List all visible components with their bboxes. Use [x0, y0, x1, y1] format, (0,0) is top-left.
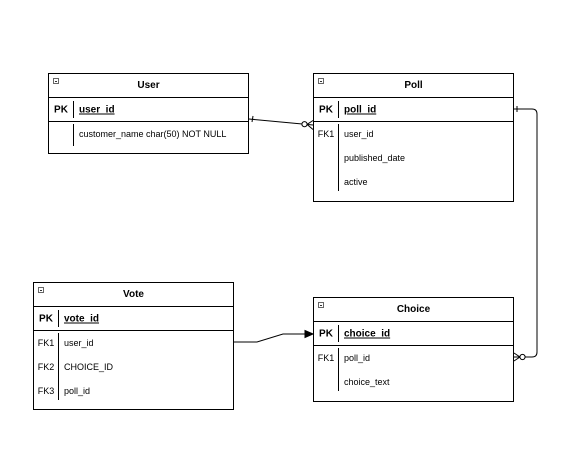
divider [73, 101, 74, 118]
entity-title: User [137, 80, 160, 91]
collapse-icon[interactable] [318, 302, 324, 308]
entity-choice[interactable]: Choice PK choice_id FK1 poll_id choice_t… [313, 297, 514, 402]
crow-foot-lower [513, 356, 521, 362]
relationship-vote-choice[interactable] [234, 329, 315, 343]
field-name: user_id [64, 338, 94, 348]
crow-foot-upper [306, 120, 314, 125]
primary-key-row[interactable]: PK user_id [49, 98, 248, 122]
entity-title: Vote [123, 289, 144, 300]
field-row[interactable]: customer_name char(50) NOT NULL [49, 122, 248, 146]
field-row[interactable]: FK3 poll_id [34, 379, 233, 403]
field-name: poll_id [344, 104, 377, 115]
key-label: PK [319, 328, 333, 339]
divider [338, 170, 339, 191]
key-label: FK1 [37, 338, 55, 348]
relationship-user-poll[interactable] [248, 115, 314, 130]
crow-foot-lower [306, 124, 314, 130]
field-name: choice_text [344, 377, 390, 387]
entity-title: Choice [396, 304, 431, 315]
connector-line [234, 333, 306, 343]
divider [73, 124, 74, 146]
divider [58, 355, 59, 379]
entity-title: Poll [404, 80, 423, 91]
field-row[interactable]: active [314, 170, 513, 194]
zero-marker [519, 353, 526, 361]
primary-key-row[interactable]: PK poll_id [314, 98, 513, 122]
primary-key-row[interactable]: PK vote_id [34, 307, 233, 331]
divider [58, 333, 59, 355]
entity-header: User [49, 74, 248, 98]
entity-header: Poll [314, 74, 513, 98]
key-label: PK [54, 104, 68, 115]
field-row[interactable]: FK1 user_id [314, 122, 513, 146]
divider [338, 370, 339, 391]
divider [338, 124, 339, 146]
field-row[interactable]: FK1 poll_id [314, 346, 513, 370]
field-name: CHOICE_ID [64, 362, 114, 372]
entity-header: Choice [314, 298, 513, 322]
key-label: PK [319, 104, 333, 115]
entity-user[interactable]: User PK user_id customer_name char(50) N… [48, 73, 249, 154]
field-name: published_date [344, 153, 406, 163]
divider [338, 348, 339, 370]
key-label: FK1 [317, 129, 335, 139]
field-name: poll_id [64, 386, 91, 396]
divider [58, 379, 59, 400]
arrow-head [304, 329, 315, 339]
field-row[interactable]: published_date [314, 146, 513, 170]
divider [58, 310, 59, 327]
divider [338, 101, 339, 118]
field-name: choice_id [344, 328, 391, 339]
divider [338, 146, 339, 170]
zero-marker [301, 121, 308, 128]
collapse-icon[interactable] [38, 287, 44, 293]
crow-foot-upper [513, 352, 521, 358]
field-name: vote_id [64, 313, 100, 324]
key-label: FK1 [317, 353, 335, 363]
field-name: user_id [344, 129, 374, 139]
collapse-icon[interactable] [53, 78, 59, 84]
field-name: active [344, 177, 368, 187]
key-label: FK3 [37, 386, 55, 396]
one-marker [251, 115, 254, 123]
entity-header: Vote [34, 283, 233, 307]
field-name: user_id [79, 104, 115, 115]
key-label: FK2 [37, 362, 55, 372]
primary-key-row[interactable]: PK choice_id [314, 322, 513, 346]
collapse-icon[interactable] [318, 78, 324, 84]
divider [338, 325, 339, 342]
field-name: poll_id [344, 353, 371, 363]
relationship-poll-choice[interactable] [513, 106, 538, 362]
connector-line [514, 108, 538, 358]
key-label: PK [39, 313, 53, 324]
field-row[interactable]: choice_text [314, 370, 513, 394]
entity-poll[interactable]: Poll PK poll_id FK1 user_id published_da… [313, 73, 514, 202]
field-row[interactable]: FK2 CHOICE_ID [34, 355, 233, 379]
field-name: customer_name char(50) NOT NULL [79, 129, 227, 139]
field-row[interactable]: FK1 user_id [34, 331, 233, 355]
entity-vote[interactable]: Vote PK vote_id FK1 user_id FK2 CHOICE_I… [33, 282, 234, 410]
